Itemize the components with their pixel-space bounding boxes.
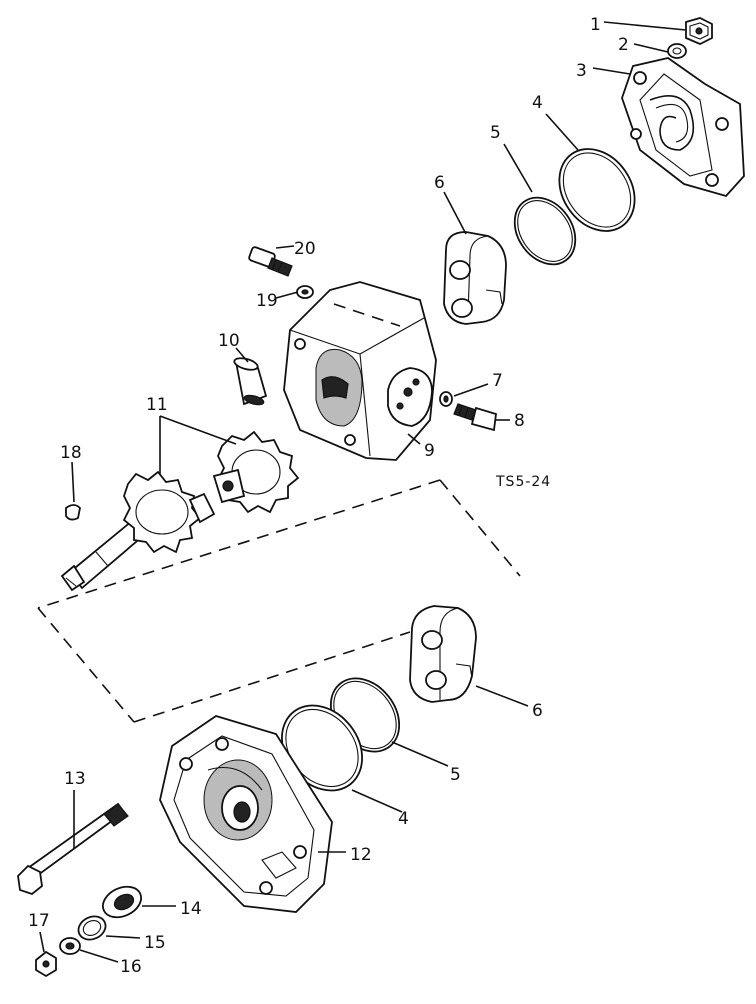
- callout-12: 12: [350, 845, 372, 865]
- part-11-driven-gear: [212, 430, 300, 514]
- callout-10: 10: [218, 331, 240, 351]
- callout-6: 6: [434, 173, 445, 193]
- callout-9: 9: [424, 441, 435, 461]
- part-14-seal: [102, 885, 142, 919]
- callout-5-lower: 5: [450, 765, 461, 785]
- part-9-pump-body: [283, 281, 437, 461]
- callout-3: 3: [576, 61, 587, 81]
- part-1-nut: [685, 17, 713, 45]
- part-12-front-cover: [159, 715, 333, 913]
- callout-8: 8: [514, 411, 525, 431]
- callout-18: 18: [60, 443, 82, 463]
- callout-11: 11: [146, 395, 168, 415]
- assembly-dashed-boundary: [37, 479, 521, 723]
- callout-15: 15: [144, 933, 166, 953]
- part-8-fitting: [453, 403, 497, 432]
- part-2-washer: [667, 43, 687, 59]
- leader-lines: [39, 21, 687, 963]
- callout-4: 4: [532, 93, 543, 113]
- callout-16: 16: [120, 957, 142, 977]
- part-11-drive-gear: [60, 470, 216, 592]
- part-6-bushing-lower: [409, 605, 477, 703]
- callout-13: 13: [64, 769, 86, 789]
- callout-14: 14: [180, 899, 202, 919]
- part-13-bolt: [17, 802, 129, 896]
- callout-20: 20: [294, 239, 316, 259]
- part-18-key: [65, 504, 81, 521]
- callout-2: 2: [618, 35, 629, 55]
- part-19-washer: [296, 285, 314, 299]
- callout-1: 1: [590, 15, 601, 35]
- callout-5: 5: [490, 123, 501, 143]
- callout-19: 19: [256, 291, 278, 311]
- drawing-code: TS5-24: [495, 474, 551, 490]
- part-4-oring-upper: [558, 148, 636, 232]
- callout-17: 17: [28, 911, 50, 931]
- part-6-bushing-upper: [443, 231, 507, 325]
- callout-4-lower: 4: [398, 809, 409, 829]
- part-16-lock-washer: [59, 937, 81, 955]
- part-3-rear-cover: [621, 57, 745, 198]
- part-15-snap-ring: [77, 915, 107, 941]
- part-10-dowel: [233, 357, 268, 406]
- callout-6-lower: 6: [532, 701, 543, 721]
- part-20-fitting: [248, 246, 293, 277]
- part-5-oring-upper: [513, 196, 577, 266]
- callout-7: 7: [492, 371, 503, 391]
- part-17-nut: [35, 950, 57, 978]
- part-7-washer: [439, 391, 453, 407]
- callout-labels: 1 2 3 4 5 6 20 19 10 7 8 9 11 18 TS5-24 …: [28, 15, 629, 977]
